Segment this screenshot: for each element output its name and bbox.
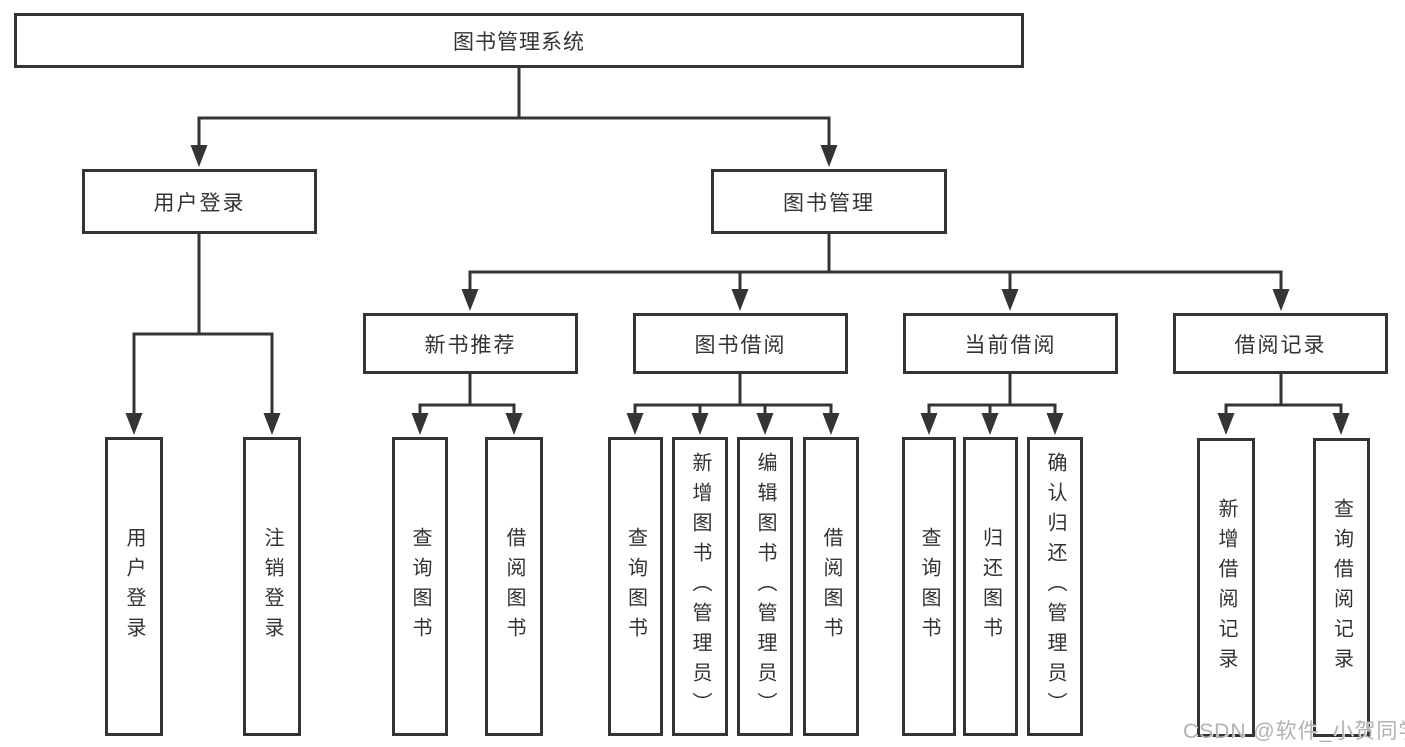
node-label: 当前借阅 [964,333,1057,357]
arrowhead-icon [190,145,208,167]
leaf-logout: 注销登录 [243,437,301,736]
arrowhead-icon [756,413,774,435]
node-current-borrow: 当前借阅 [903,313,1118,374]
leaf-borrow-book-1: 借阅图书 [485,437,543,736]
node-label: 图书管理系统 [453,30,585,54]
leaf-label: 新增图书（管理员） [689,451,711,722]
leaf-label: 注销登录 [261,526,283,647]
leaf-borrow-book-2: 借阅图书 [803,437,859,736]
node-label: 新书推荐 [424,333,517,357]
node-label: 用户登录 [153,191,246,215]
leaf-label: 归还图书 [979,526,1002,647]
node-label: 图书管理 [783,191,875,215]
arrowhead-icon [820,145,838,167]
arrowhead-icon [626,413,644,435]
leaf-edit-book-admin: 编辑图书（管理员） [737,437,793,736]
arrowhead-icon [731,289,749,311]
node-book-borrow: 图书借阅 [633,313,848,374]
arrowhead-icon [411,413,429,435]
node-new-book-recommend: 新书推荐 [363,313,578,374]
node-library-management-system: 图书管理系统 [14,13,1024,68]
leaf-query-book-2: 查询图书 [608,437,663,736]
arrowhead-icon [691,413,709,435]
arrowhead-icon [505,413,523,435]
leaf-label: 查询图书 [409,526,431,647]
leaf-return-book: 归还图书 [963,437,1018,736]
leaf-confirm-return-admin: 确认归还（管理员） [1027,437,1083,736]
leaf-user-login: 用户登录 [105,437,163,736]
arrowhead-icon [981,413,999,435]
leaf-query-book-3: 查询图书 [902,437,956,736]
arrowhead-icon [263,413,281,435]
leaf-query-borrow-record: 查询借阅记录 [1313,438,1370,737]
arrowhead-icon [125,413,143,435]
arrowhead-icon [920,413,938,435]
csdn-watermark: CSDN @软件_小贺同学 [1183,720,1405,743]
arrowhead-icon [1046,413,1064,435]
arrowhead-icon [1332,413,1350,435]
node-label: 图书借阅 [694,333,787,357]
leaf-label: 查询图书 [624,526,647,647]
arrowhead-icon [1217,413,1235,435]
leaf-add-borrow-record: 新增借阅记录 [1197,438,1255,737]
node-borrow-records: 借阅记录 [1173,313,1388,374]
leaf-label: 查询借阅记录 [1330,497,1353,678]
leaf-label: 确认归还（管理员） [1044,451,1066,722]
leaf-label: 编辑图书（管理员） [754,451,776,722]
leaf-label: 新增借阅记录 [1215,497,1237,678]
leaf-label: 查询图书 [918,526,940,647]
node-label: 借阅记录 [1234,333,1327,357]
leaf-label: 借阅图书 [503,526,525,647]
node-book-management: 图书管理 [711,169,947,234]
leaf-label: 借阅图书 [820,526,842,647]
arrowhead-icon [461,289,479,311]
leaf-label: 用户登录 [123,526,145,647]
leaf-query-book-1: 查询图书 [392,437,448,736]
arrowhead-icon [1001,289,1019,311]
node-user-login: 用户登录 [82,169,317,234]
arrowhead-icon [822,413,840,435]
leaf-add-book-admin: 新增图书（管理员） [672,437,728,736]
arrowhead-icon [1272,289,1290,311]
